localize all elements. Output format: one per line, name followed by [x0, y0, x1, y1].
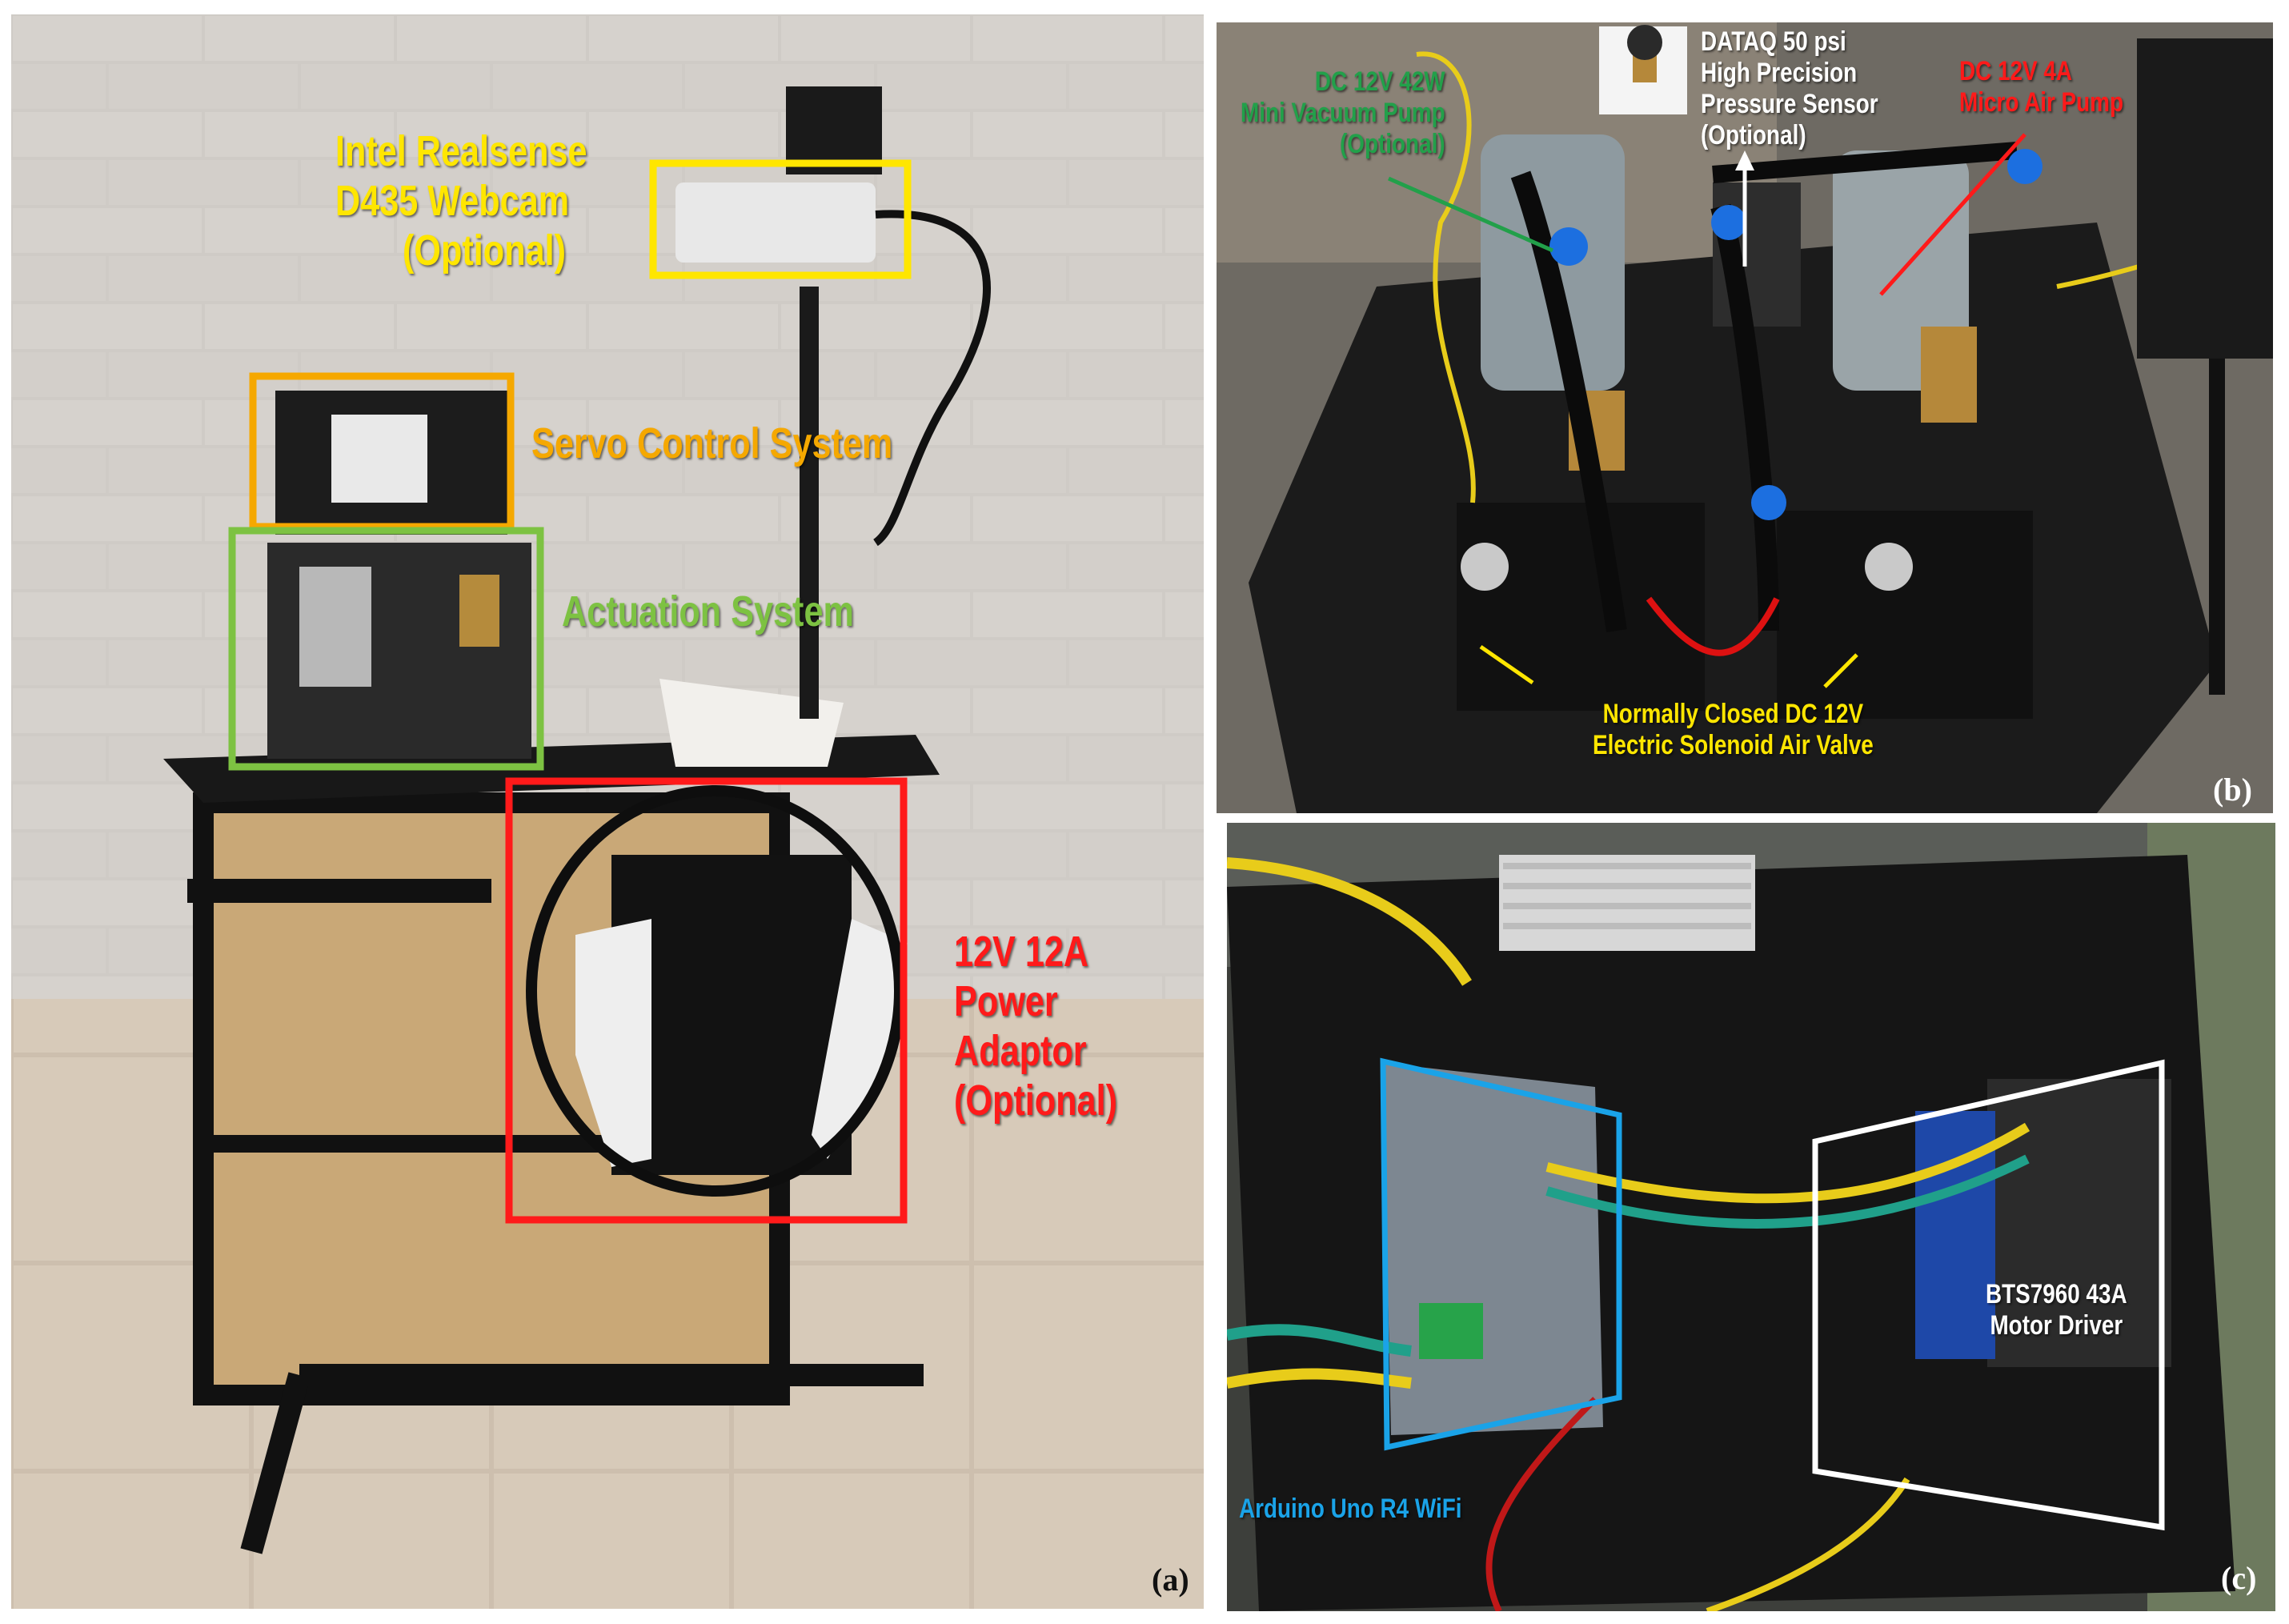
airpump-label-line2: Micro Air Pump: [1959, 87, 2123, 118]
panel-c-photo: BTS7960 43A Motor Driver Arduino Uno R4 …: [1227, 823, 2275, 1611]
arduino-label: Arduino Uno R4 WiFi: [1239, 1494, 1462, 1524]
actuation-box: [228, 527, 544, 771]
vacuum-label: DC 12V 42W Mini Vacuum Pump (Optional): [1241, 66, 1445, 160]
power-label: 12V 12A Power Adaptor (Optional): [954, 927, 1117, 1125]
sensor-label-line2: High Precision: [1701, 58, 1858, 89]
arduino-outline: [1380, 1057, 1622, 1451]
webcam-label-line3: (Optional): [403, 227, 566, 275]
airpump-label: DC 12V 4A Micro Air Pump: [1959, 56, 2123, 118]
actuation-label: Actuation System: [562, 587, 854, 636]
panel-a-photo: Intel Realsense D435 Webcam (Optional) S…: [11, 14, 1204, 1609]
valve-label: Normally Closed DC 12V Electric Solenoid…: [1593, 699, 1874, 761]
power-box: [505, 777, 908, 1224]
power-label-line1: 12V 12A: [954, 928, 1089, 976]
panel-a-tag: (a): [1152, 1562, 1189, 1598]
driver-label-line2: Motor Driver: [1990, 1310, 2123, 1341]
power-label-line2: Power: [954, 977, 1058, 1026]
vacuum-label-line3: (Optional): [1339, 129, 1445, 160]
panel-c-scene: [1227, 823, 2275, 1611]
servo-label: Servo Control System: [531, 419, 893, 467]
panel-a-scene: [11, 14, 1204, 1609]
sensor-label: DATAQ 50 psi High Precision Pressure Sen…: [1701, 26, 1878, 151]
power-label-line4: (Optional): [954, 1077, 1117, 1125]
sensor-label-line4: (Optional): [1701, 120, 1806, 151]
valve-pointer-right: [1823, 653, 1858, 688]
vacuum-label-line1: DC 12V 42W: [1314, 66, 1445, 97]
airpump-label-line1: DC 12V 4A: [1959, 56, 2073, 86]
vacuum-pointer: [1387, 176, 1554, 253]
webcam-label-line2: D435 Webcam: [335, 177, 570, 226]
driver-label-line1: BTS7960 43A: [1986, 1279, 2127, 1309]
driver-label: BTS7960 43A Motor Driver: [1986, 1279, 2127, 1341]
driver-outline: [1812, 1059, 2165, 1531]
power-label-line3: Adaptor: [954, 1027, 1087, 1076]
panel-b-scene: [1217, 22, 2273, 813]
valve-pointer-left: [1479, 644, 1534, 685]
valve-label-line2: Electric Solenoid Air Valve: [1593, 730, 1874, 761]
valve-label-line1: Normally Closed DC 12V: [1602, 699, 1864, 729]
webcam-box: [649, 159, 912, 279]
webcam-label-line1: Intel Realsense: [335, 127, 587, 175]
servo-box: [249, 372, 515, 531]
vacuum-label-line2: Mini Vacuum Pump: [1241, 98, 1445, 129]
sensor-label-line1: DATAQ 50 psi: [1701, 26, 1846, 57]
sensor-label-line3: Pressure Sensor: [1701, 89, 1878, 120]
panel-c-tag: (c): [2221, 1560, 2257, 1596]
airpump-pointer: [1879, 133, 2026, 296]
panel-b-tag: (b): [2213, 772, 2252, 808]
panel-b-photo: DC 12V 42W Mini Vacuum Pump (Optional) D…: [1217, 22, 2273, 813]
webcam-label: Intel Realsense D435 Webcam (Optional): [335, 126, 587, 275]
